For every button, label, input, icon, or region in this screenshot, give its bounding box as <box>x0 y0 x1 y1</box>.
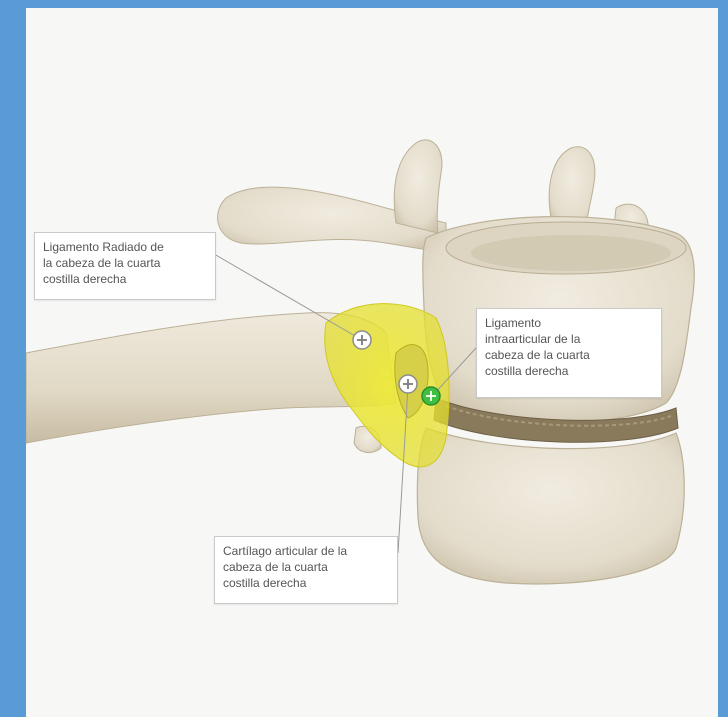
callout-line: costilla derecha <box>223 575 389 591</box>
callout-articular-cartilage[interactable]: Cartílago articular de la cabeza de la c… <box>214 536 398 604</box>
callout-line: Ligamento Radiado de <box>43 239 207 255</box>
callout-line: cabeza de la cuarta <box>485 347 653 363</box>
callout-line: intraarticular de la <box>485 331 653 347</box>
lower-vertebral-body <box>417 428 684 584</box>
anatomy-canvas: Ligamento Radiado de la cabeza de la cua… <box>26 8 718 717</box>
callout-line: costilla derecha <box>43 271 207 287</box>
plus-marker-icon[interactable] <box>353 331 371 349</box>
callout-line: Ligamento <box>485 315 653 331</box>
radiate-ligament-highlight <box>325 304 449 467</box>
callout-intraarticular-ligament[interactable]: Ligamento intraarticular de la cabeza de… <box>476 308 662 398</box>
callout-line: la cabeza de la cuarta <box>43 255 207 271</box>
callout-line: Cartílago articular de la <box>223 543 389 559</box>
callout-radiate-ligament[interactable]: Ligamento Radiado de la cabeza de la cua… <box>34 232 216 300</box>
superior-process-left <box>394 140 442 233</box>
callout-line: costilla derecha <box>485 363 653 379</box>
plus-marker-icon[interactable] <box>422 387 440 405</box>
plus-marker-icon[interactable] <box>399 375 417 393</box>
callout-line: cabeza de la cuarta <box>223 559 389 575</box>
